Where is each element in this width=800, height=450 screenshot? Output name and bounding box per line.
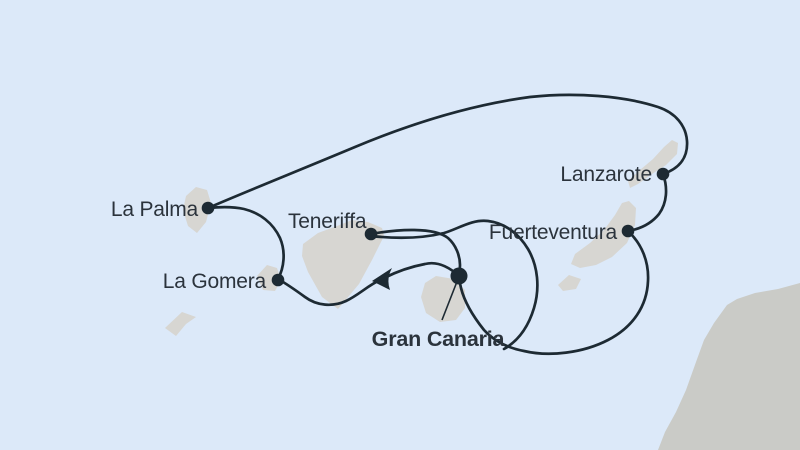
port-label-fuerteventura: Fuerteventura — [489, 221, 618, 244]
route-layer — [206, 93, 689, 356]
african-coast — [658, 283, 800, 450]
port-dot-la-palma — [201, 201, 215, 215]
port-label-la-palma: La Palma — [111, 198, 199, 221]
port-dot-teneriffa — [364, 227, 378, 241]
port-dot-fuerteventura — [621, 224, 635, 238]
port-label-gran-canaria: Gran Canaria — [372, 327, 506, 351]
leg-gran-canaria-la-gomera — [276, 261, 461, 307]
tenerife-island — [302, 220, 384, 309]
la-palma-island — [183, 187, 211, 233]
jandia-islet — [558, 275, 581, 291]
el-hierro-island — [165, 312, 196, 336]
leg-la-palma-lanzarote — [206, 93, 689, 210]
fuerteventura-island — [571, 201, 636, 268]
port-dot-gran-canaria — [450, 267, 468, 285]
leg-la-gomera-la-palma — [206, 205, 285, 281]
port-dot-lanzarote — [656, 167, 670, 181]
leg-fuerteventura-southern-sweep — [457, 229, 650, 356]
islands-layer — [165, 140, 800, 450]
leg-lanzarote-fuerteventura — [626, 172, 668, 233]
port-label-teneriffa: Teneriffa — [288, 210, 367, 233]
lanzarote-island — [628, 140, 678, 188]
gran-canaria-callout-line — [441, 278, 459, 321]
port-label-lanzarote: Lanzarote — [560, 163, 652, 186]
port-label-la-gomera: La Gomera — [163, 270, 267, 293]
port-dot-la-gomera — [271, 273, 285, 287]
leg-teneriffa-southern-sweep — [369, 219, 539, 351]
route-direction-arrow — [372, 268, 392, 290]
